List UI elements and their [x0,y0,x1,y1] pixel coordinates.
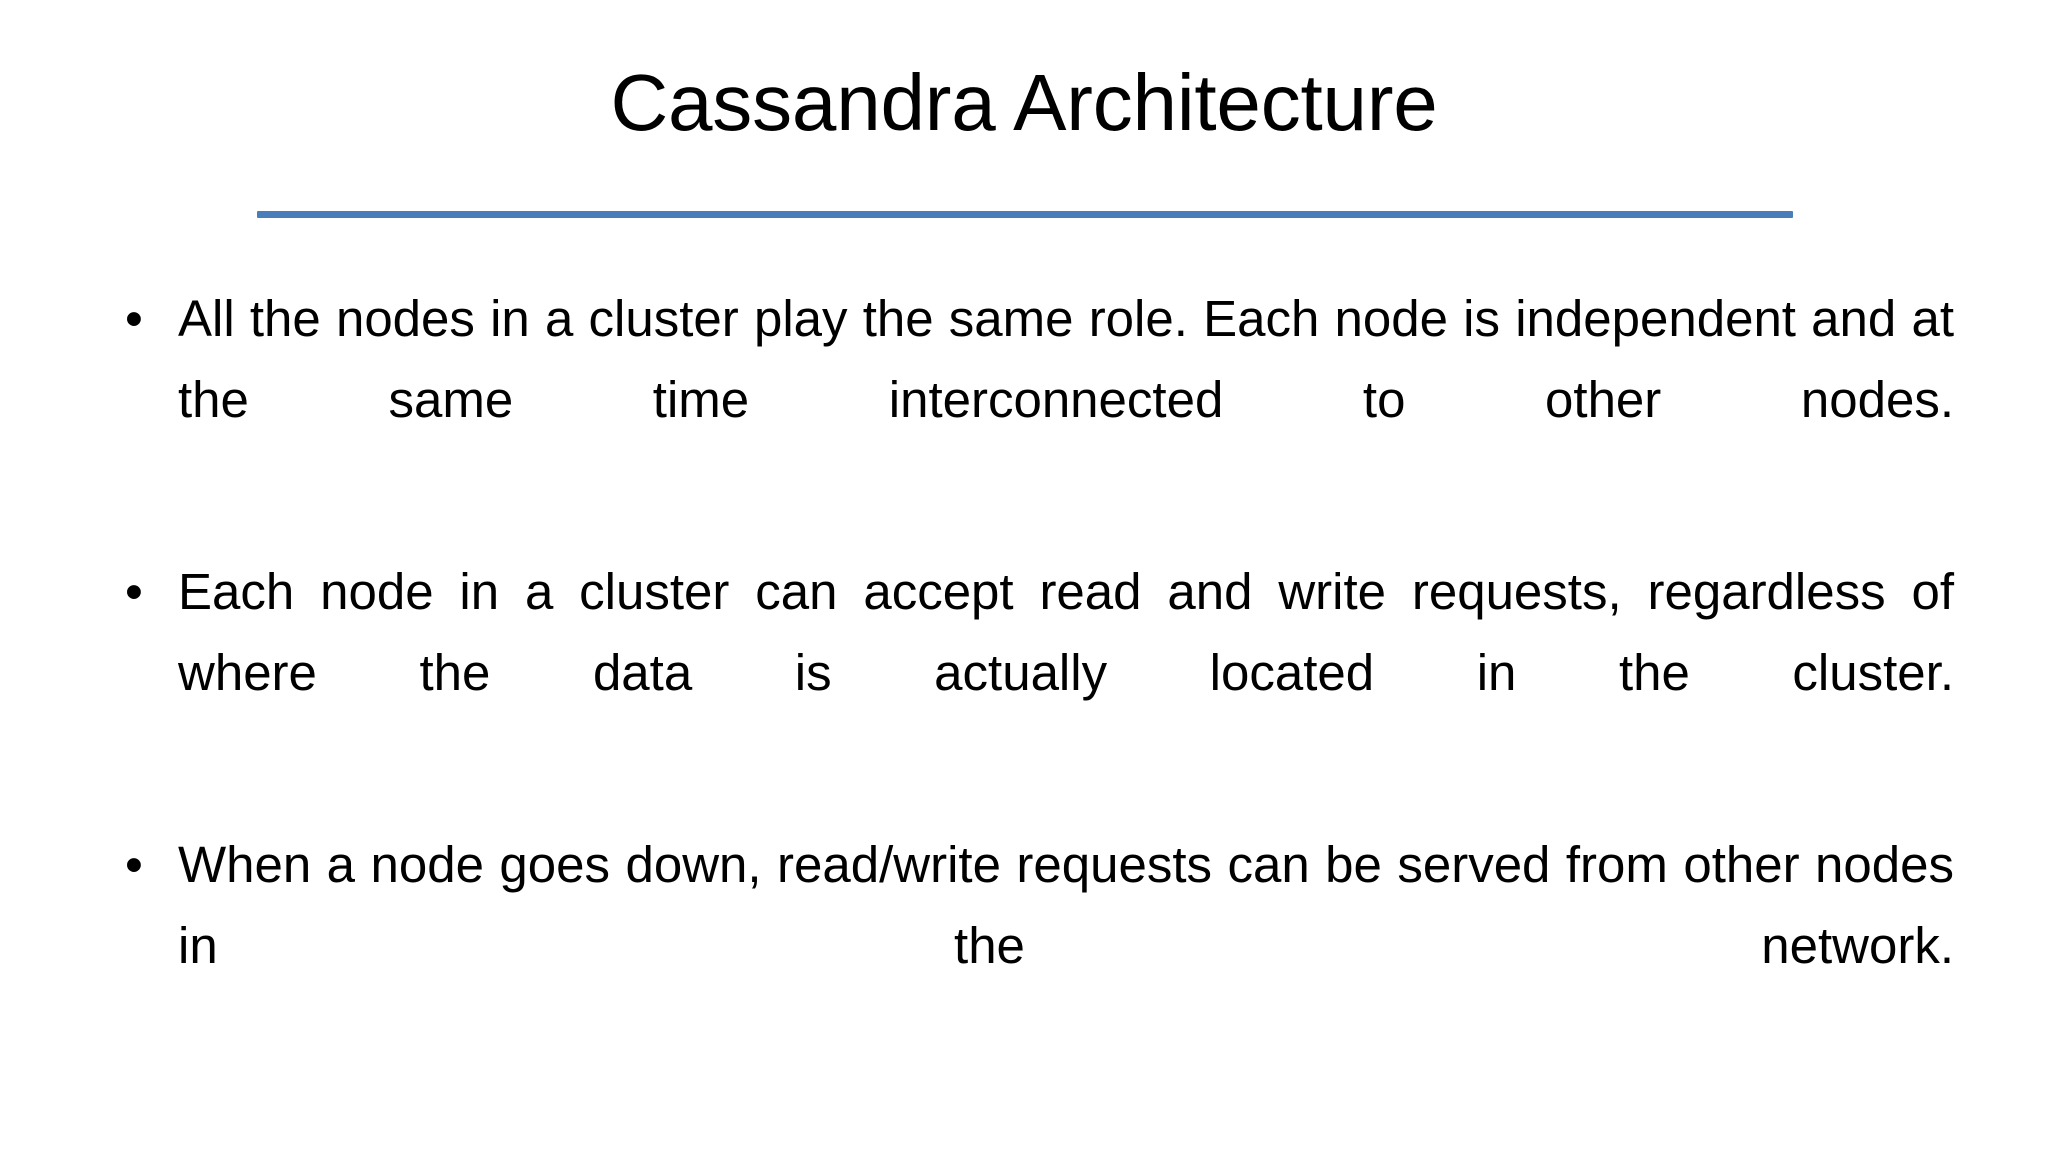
bullet-point-icon: • [125,563,143,620]
list-item: • All the nodes in a cluster play the sam… [104,278,1954,521]
bullet-point-icon: • [125,290,143,347]
list-item: • When a node goes down, read/write reque… [104,824,1954,1067]
page-title: Cassandra Architecture [610,58,1438,147]
list-item-text: All the nodes in a cluster play the same… [178,290,1954,428]
title-underline-rule [257,211,1793,218]
bullet-list: • All the nodes in a cluster play the sam… [104,278,1954,1067]
list-item-text: When a node goes down, read/write reques… [178,836,1954,974]
list-item: • Each node in a cluster can accept read … [104,551,1954,794]
list-item-text: Each node in a cluster can accept read a… [178,563,1954,701]
slide-title-block: Cassandra Architecture [0,58,2048,148]
bullet-point-icon: • [125,836,143,893]
